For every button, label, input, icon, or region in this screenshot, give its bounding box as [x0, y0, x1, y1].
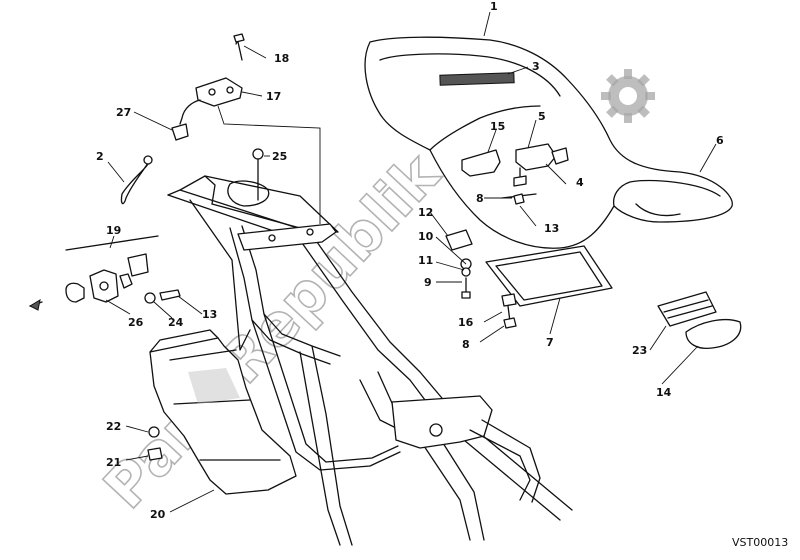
seat-release-cable	[120, 155, 153, 205]
mudguard-fasteners	[147, 426, 163, 461]
seat-support-bracket	[171, 33, 245, 141]
rear-seat-cowl	[364, 36, 733, 249]
callout-10: 10	[418, 230, 434, 243]
callout-25: 25	[272, 150, 287, 163]
seat-hook-parts	[461, 143, 569, 205]
callout-16: 16	[458, 316, 474, 329]
callout-9: 9	[424, 276, 432, 289]
pad-14	[685, 318, 742, 350]
callout-22: 22	[106, 420, 121, 433]
rear-subframe	[167, 175, 573, 546]
callout-15: 15	[490, 120, 505, 133]
callouts: 1 2 3 4 5 6 7 8 8 9 10 11 12 13 13 14 15…	[96, 0, 724, 521]
callout-5: 5	[538, 110, 546, 123]
leader-lines	[105, 11, 717, 513]
callout-14: 14	[656, 386, 672, 399]
storage-tray	[485, 245, 613, 307]
callout-26: 26	[128, 316, 144, 329]
rear-mudguard	[149, 329, 297, 495]
tray-hardware	[445, 229, 517, 329]
callout-1: 1	[490, 0, 498, 13]
watermark-gear-icon	[601, 69, 655, 123]
callout-4: 4	[576, 176, 584, 189]
callout-7: 7	[546, 336, 554, 349]
callout-8-top: 8	[476, 192, 484, 205]
callout-24: 24	[168, 316, 184, 329]
callout-23: 23	[632, 344, 647, 357]
callout-20: 20	[150, 508, 166, 521]
callout-21: 21	[106, 456, 121, 469]
callout-18: 18	[274, 52, 289, 65]
callout-27: 27	[116, 106, 131, 119]
seat-lock-assembly	[28, 235, 181, 311]
callout-13-left: 13	[202, 308, 217, 321]
callout-12: 12	[418, 206, 433, 219]
callout-13-right: 13	[544, 222, 559, 235]
drawing-code: VST00013	[732, 536, 788, 549]
callout-11: 11	[418, 254, 433, 267]
callout-3: 3	[532, 60, 540, 73]
callout-6: 6	[716, 134, 724, 147]
callout-8-bottom: 8	[462, 338, 470, 351]
callout-2: 2	[96, 150, 104, 163]
pad-23	[657, 291, 717, 327]
callout-17: 17	[266, 90, 281, 103]
callout-19: 19	[106, 224, 121, 237]
bolt-25	[252, 148, 264, 201]
